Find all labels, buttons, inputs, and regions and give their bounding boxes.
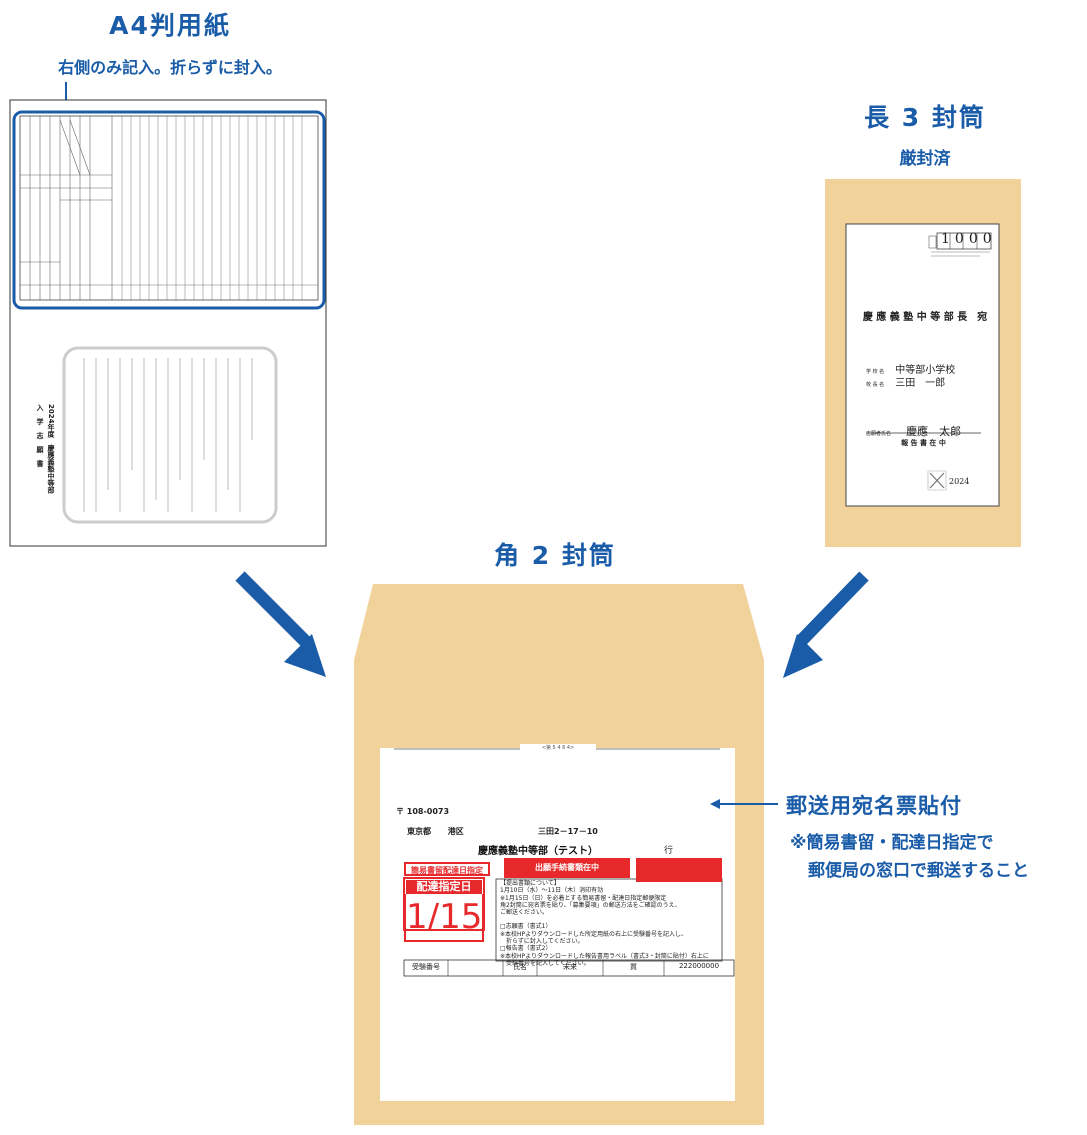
left-arrow-icon xyxy=(235,571,326,677)
naga3-recipient: 慶 應 義 塾 中 等 部 長 宛 xyxy=(862,312,988,323)
naga3-principal-row: 校 長 名 三田 一郎 xyxy=(866,371,945,390)
kaku2-note-line: ※本校HPよりダウンロードした所定用紙の右上に受験番号を記入し、 xyxy=(500,930,688,938)
kaku2-gender-value: 質 xyxy=(630,963,637,971)
kaku2-note-line: ご郵送ください。 xyxy=(500,909,549,917)
kaku2-note-line: 受験番号を記入してください。 xyxy=(500,959,590,967)
naga3-school-name: 中等部小学校 xyxy=(895,365,956,376)
naga3-sub: 厳封済 xyxy=(899,149,951,169)
naga3-postal-code: 1000 xyxy=(941,231,997,247)
x-mark-icon xyxy=(927,470,947,491)
kaku2-title: 角 2 封筒 xyxy=(494,541,616,570)
kaku2-name-label: 氏名 xyxy=(513,963,527,971)
kaku2-note-line: 折らずに封入してください。 xyxy=(500,938,584,946)
naga3-school-label: 学 校 名 xyxy=(866,369,885,375)
kaku2-registered: 簡易書留配達日指定 xyxy=(404,862,490,876)
annotation-note2: 郵便局の窓口で郵送すること xyxy=(808,861,1029,881)
naga3-principal-name: 三田 一郎 xyxy=(895,378,946,389)
naga3-envelope xyxy=(825,179,1021,547)
a4-sheet xyxy=(9,99,327,547)
kaku2-addressee: 慶應義塾中等部（テスト） xyxy=(478,846,598,857)
annotation-pointer-arrow xyxy=(710,799,778,809)
naga3-school-row: 学 校 名 中等部小学校 xyxy=(866,358,955,377)
kaku2-note-line: 1月10日（水）～11日（木）消印有効 xyxy=(500,887,604,895)
kaku2-id-value: 222000000 xyxy=(678,962,720,970)
naga3-year: 2024 xyxy=(949,477,970,486)
a4-note: 右側のみ記入。折らずに封入。 xyxy=(58,58,282,77)
naga3-applicant-row: 志願者氏名 慶應 太郎 xyxy=(866,420,961,439)
naga3-enclosed: 報 告 書 在 中 xyxy=(901,438,946,447)
kaku2-notes: 【提出書類について】 1月10日（水）～11日（木）消印有効 ※1月15日（日）… xyxy=(500,880,720,967)
kaku2-note-line: 【提出書類について】 xyxy=(500,880,560,887)
kaku2-red-block xyxy=(636,858,722,882)
kaku2-delivery-date: 1/15 xyxy=(404,894,484,942)
kaku2-note-line: □志願書（書式1） xyxy=(500,923,552,931)
kaku2-street: 三田2－17－10 xyxy=(538,827,598,836)
naga3-principal-label: 校 長 名 xyxy=(866,382,885,388)
a4-side-title: 2024年度 慶應義塾中等部 入 学 志 願 書 xyxy=(36,404,55,494)
kaku2-label-header: <第 5 4 6 4> xyxy=(520,744,596,751)
a4-title: A4判用紙 xyxy=(109,11,231,40)
kaku2-note-line: □報告書（書式2） xyxy=(500,945,552,953)
kaku2-name-value: 未来 xyxy=(563,963,577,971)
naga3-applicant-label: 志願者氏名 xyxy=(866,431,892,437)
kaku2-ward: 港区 xyxy=(447,827,464,836)
kaku2-honorific: 行 xyxy=(664,846,674,856)
kaku2-note-line: 角2封筒に宛名票を貼り、「募集要項」の郵送方法をご確認のうえ、 xyxy=(500,901,681,909)
right-arrow-icon xyxy=(783,571,869,678)
kaku2-city: 東京都 xyxy=(407,827,431,836)
kaku2-envelope xyxy=(354,584,764,1125)
kaku2-note-line: ※1月15日（日）を必着とする簡易書留・配達日指定郵便限定 xyxy=(500,894,667,902)
kaku2-note-line: ※本校HPよりダウンロードした報告書用ラベル（書式3・封筒に貼付）右上に xyxy=(500,952,709,960)
kaku2-zip: 〒 108-0073 xyxy=(396,807,450,816)
kaku2-delivery-label: 配達指定日 xyxy=(406,880,482,894)
kaku2-exam-no-label: 受験番号 xyxy=(412,963,440,971)
naga3-applicant-name: 慶應 太郎 xyxy=(906,425,962,438)
annotation-note1: ※簡易書留・配達日指定で xyxy=(790,833,994,853)
naga3-title: 長 3 封筒 xyxy=(864,103,986,132)
kaku2-address-row: 東京都 港区 xyxy=(407,826,464,837)
kaku2-enclosed-docs: 出願手続書類在中 xyxy=(504,858,630,878)
annotation-label: 郵送用宛名票貼付 xyxy=(786,794,962,818)
